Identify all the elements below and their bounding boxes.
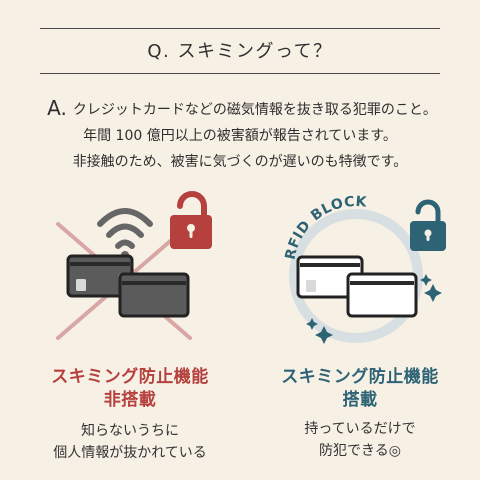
right-desc-line-2: 防犯できる◎: [319, 443, 401, 459]
left-feature-description: 知らないうちに 個人情報が抜かれている: [10, 420, 250, 464]
locked-padlock-icon: [410, 199, 446, 251]
right-title-line-1: スキミング防止機能: [281, 367, 439, 387]
left-title-line-2: 非搭載: [103, 390, 157, 410]
sparkle-icon: [315, 326, 333, 344]
unlocked-padlock-icon: [170, 191, 212, 249]
answer-line-2: 年間 100 億円以上の被害額が報告されています。: [83, 128, 397, 144]
answer-letter: A.: [47, 96, 67, 120]
right-desc-line-1: 持っているだけで: [304, 421, 416, 437]
sparkle-icon: [420, 274, 432, 286]
bottom-divider: [40, 73, 440, 74]
wifi-icon: [97, 208, 153, 259]
protected-illustration-svg: RFID BLOCK: [283, 194, 446, 344]
credit-card-icon: [296, 255, 364, 299]
right-feature-description: 持っているだけで 防犯できる◎: [240, 418, 480, 462]
answer-line-1-text: クレジットカードなどの磁気情報を抜き取る犯罪のこと。: [72, 102, 437, 118]
credit-card-icon: [346, 272, 418, 318]
right-title-line-2: 搭載: [342, 390, 378, 410]
left-feature-title: スキミング防止機能 非搭載: [20, 366, 240, 412]
top-divider: [40, 28, 440, 29]
sparkle-icon: [424, 284, 442, 302]
right-feature-title: スキミング防止機能 搭載: [250, 366, 470, 412]
answer-line-1: A. クレジットカードなどの磁気情報を抜き取る犯罪のこと。: [43, 95, 437, 123]
left-desc-line-2: 個人情報が抜かれている: [53, 445, 207, 461]
sparkle-icon: [306, 318, 318, 330]
answer-line-3: 非接触のため、被害に気づくのが遅いのも特徴です。: [72, 154, 408, 170]
answer-block: A. クレジットカードなどの磁気情報を抜き取る犯罪のこと。 年間 100 億円以上…: [0, 95, 480, 175]
protected-illustration: RFID BLOCK: [250, 190, 470, 350]
left-title-line-1: スキミング防止機能: [51, 367, 209, 387]
unprotected-illustration: [20, 190, 240, 350]
question-title: Q. スキミングって？: [147, 41, 333, 62]
left-desc-line-1: 知らないうちに: [81, 423, 179, 439]
unprotected-illustration-svg: [56, 191, 212, 340]
credit-card-icon: [118, 272, 190, 318]
rfid-circle: [289, 209, 423, 343]
